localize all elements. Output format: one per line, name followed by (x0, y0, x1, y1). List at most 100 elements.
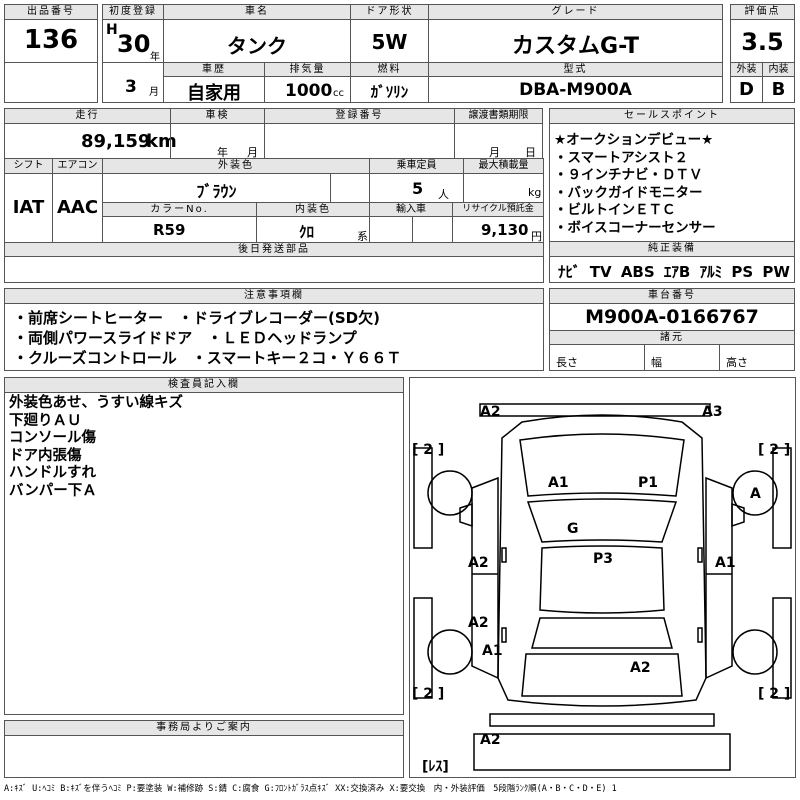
later-parts-cell (4, 256, 544, 283)
sales-point: ・９インチナビ・ＤＴＶ (554, 167, 703, 183)
chassis-header: 車台番号 (549, 288, 795, 304)
interior-header: 内装 (762, 62, 795, 77)
yen-unit: 円 (531, 230, 542, 243)
aircon-header: エアコン (52, 158, 103, 174)
month-unit: 月 (149, 87, 159, 98)
color-number: R59 (153, 221, 186, 239)
door-cell: 5W (350, 19, 429, 63)
capacity: 5 (412, 179, 424, 198)
standard-equipment-cell: ﾅﾋﾞ TV ABS ｴｱB ｱﾙﾐ PS PW (549, 256, 795, 283)
transfer-deadline-header: 譲渡書類期限 (454, 108, 543, 124)
exterior-color-extra-cell (330, 173, 370, 203)
sales-point: ・スマートアシスト２ (554, 149, 689, 166)
office-notice-header: 事務局よりご案内 (4, 720, 404, 736)
history-header: 車歴 (163, 62, 265, 77)
fuel-cell: ｶﾞｿﾘﾝ (350, 76, 429, 103)
inspector-note: 下廻りＡＵ (9, 412, 82, 429)
shift-cell: IAT (4, 173, 53, 243)
car-name-cell: タンク (163, 19, 351, 63)
damage-roof: P3 (593, 551, 613, 567)
interior-grade: B (771, 79, 786, 100)
color-number-header: カラーNo. (102, 202, 257, 217)
tire-front-left: [ 2 ] (412, 442, 444, 458)
aircon: AAC (56, 197, 99, 218)
mileage-cell: 89,159 km (4, 123, 177, 159)
displacement-cell: 1000 cc (264, 76, 351, 103)
max-load-cell: kg (463, 173, 544, 203)
lot-number-lower-cell (4, 62, 98, 103)
interior-grade-cell: B (762, 76, 795, 103)
inspector-notes-panel: 外装色あせ、うすい線キズ 下廻りＡＵ コンソール傷 ドア内張傷 ハンドルすれ バ… (4, 392, 404, 715)
import-cell (369, 216, 413, 243)
sales-point: ・バックガイドモニター (554, 184, 703, 201)
fuel: ｶﾞｿﾘﾝ (370, 83, 409, 101)
import-extra-cell (412, 216, 453, 243)
mileage: 89,159 (81, 131, 151, 152)
interior-color: ｸﾛ (299, 223, 315, 241)
office-notice-panel (4, 735, 404, 778)
inspector-note: 外装色あせ、うすい線キズ (9, 395, 183, 411)
displacement-header: 排気量 (264, 62, 351, 77)
damage-left-rear-fender: A1 (482, 643, 503, 659)
interior-color-header: 内装色 (256, 202, 370, 217)
car-name: タンク (227, 34, 287, 58)
width-label: 幅 (651, 356, 662, 369)
damage-tailgate: A2 (630, 660, 651, 676)
score-header: 評価点 (730, 4, 795, 20)
first-registration-cell: H 30 年 (102, 19, 164, 63)
registration-number-cell (264, 123, 455, 159)
damage-wheel-front-right: A (750, 486, 761, 502)
inspector-note: ハンドルすれ (9, 465, 96, 481)
registration-month-cell: 3 月 (102, 62, 164, 103)
damage-front-right: A3 (702, 404, 723, 420)
damage-right-front-door: A1 (715, 555, 736, 571)
inspector-note: ドア内張傷 (9, 447, 82, 464)
shift-header: シフト (4, 158, 53, 174)
exterior-grade: D (739, 79, 754, 100)
first-registration-header: 初度登録 (102, 4, 164, 20)
chassis-number: M900A-0166767 (585, 306, 759, 328)
exterior-color-header: 外装色 (102, 158, 370, 174)
height-cell: 高さ (719, 344, 795, 371)
damage-left-rear-door: A2 (468, 615, 489, 631)
sales-points-header: セールスポイント (549, 108, 795, 124)
mileage-header: 走行 (4, 108, 171, 124)
note-line: ・前席シートヒーター ・ドライブレコーダー(SD欠) (13, 309, 380, 327)
import-header: 輸入車 (369, 202, 453, 217)
length-cell: 長さ (549, 344, 645, 371)
door-type: 5W (371, 30, 408, 54)
damage-left-front-door: A2 (468, 555, 489, 571)
legend: A:ｷｽﾞ U:ﾍｺﾐ B:ｷｽﾞを伴うﾍｺﾐ P:要塗装 W:補修跡 S:錆 … (4, 784, 617, 794)
displacement: 1000 (285, 81, 333, 101)
era-letter: H (106, 22, 118, 38)
shift: IAT (12, 197, 45, 218)
sales-point: ・ボイスコーナーセンサー (554, 219, 716, 236)
score: 3.5 (741, 28, 784, 56)
model-code-cell: DBA-M900A (428, 76, 723, 103)
tire-rear-right: [ 2 ] (758, 686, 790, 702)
equipment-item: PS (731, 263, 754, 281)
inspection-header: 車検 (170, 108, 265, 124)
note-line: ・クルーズコントロール ・スマートキー２コ・Ｙ６６Ｔ (13, 349, 402, 367)
equipment-item: ABS (620, 263, 655, 281)
model-code-header: 型式 (428, 62, 723, 77)
kg-unit: kg (528, 186, 542, 199)
inspection-month-unit: 月 (247, 146, 258, 159)
deadline-day-unit: 日 (525, 146, 536, 159)
sales-points-panel: ★オークションデビュー★ ・スマートアシスト２ ・９インチナビ・ＤＴＶ ・バック… (549, 123, 795, 242)
chassis-cell: M900A-0166767 (549, 303, 795, 331)
later-parts-header: 後日発送部品 (4, 242, 544, 257)
length-label: 長さ (556, 356, 578, 369)
notes-header: 注意事項欄 (4, 288, 544, 304)
exterior-color: ﾌﾞﾗｳﾝ (196, 182, 237, 201)
fuel-header: 燃料 (350, 62, 429, 77)
damage-front-left: A2 (480, 404, 501, 420)
lot-number-cell: 136 (4, 19, 98, 63)
equipment-item: PW (762, 263, 790, 281)
standard-equipment-header: 純正装備 (549, 241, 795, 257)
damage-hood-left: A1 (548, 475, 569, 491)
height-label: 高さ (726, 356, 748, 369)
damage-windshield: G (567, 521, 579, 537)
grade-cell: カスタムG-T (428, 19, 723, 63)
damage-rear-bumper: A2 (480, 732, 501, 748)
